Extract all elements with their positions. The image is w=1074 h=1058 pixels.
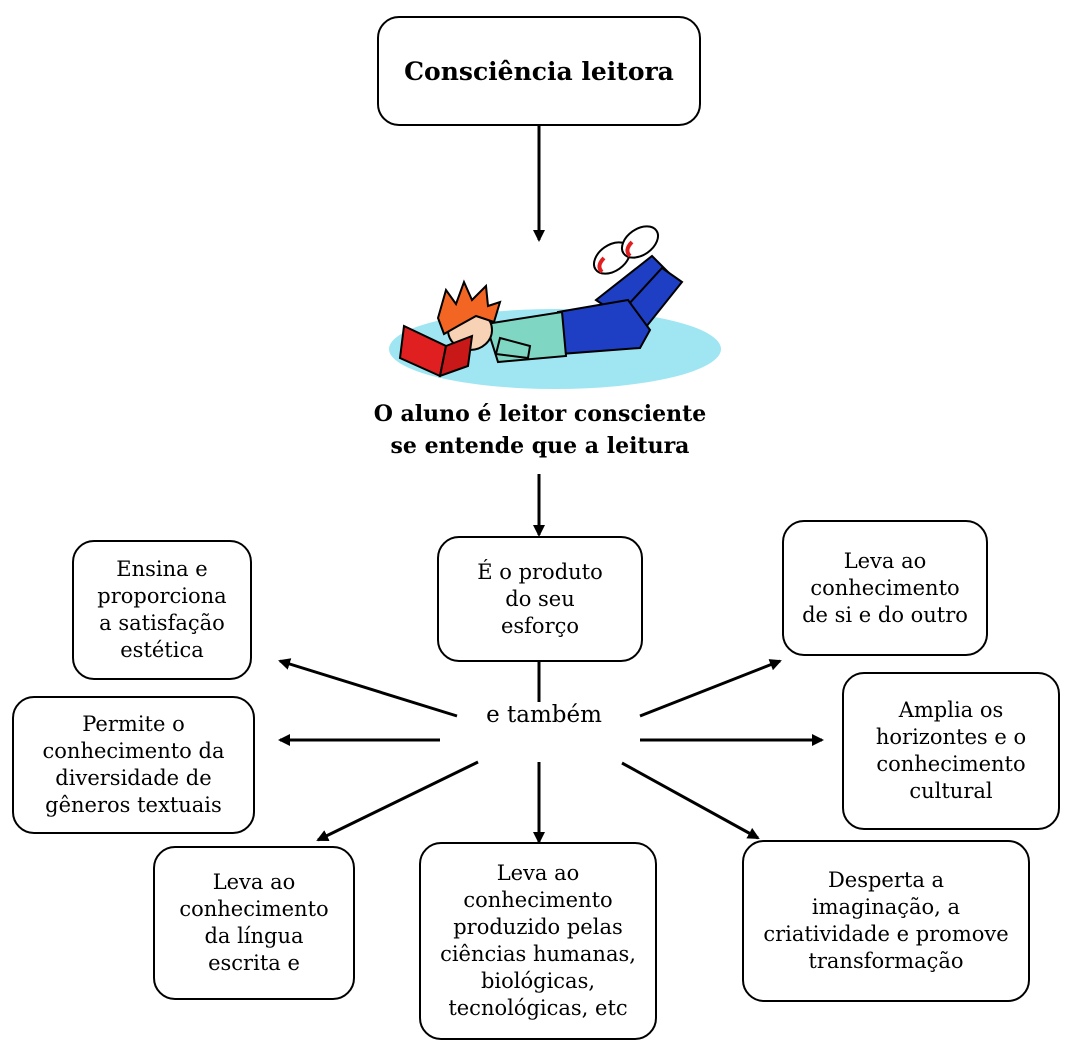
arrow-hub-to-satisfaction bbox=[278, 658, 458, 718]
branch-genres-box: Permite o conhecimento da diversidade de… bbox=[12, 696, 255, 834]
branch-sciences-text: Leva ao conhecimento produzido pelas ciê… bbox=[440, 861, 636, 1020]
hub-label: e também bbox=[486, 702, 602, 728]
arrow-hub-to-written-language bbox=[316, 760, 479, 842]
title-box: Consciência leitora bbox=[377, 16, 701, 126]
arrow-hub-to-imagination bbox=[621, 761, 760, 840]
center-text: É o produto do seu esforço bbox=[477, 559, 603, 638]
branch-satisfaction-text: Ensina e proporciona a satisfação estéti… bbox=[97, 557, 227, 662]
branch-satisfaction-box: Ensina e proporciona a satisfação estéti… bbox=[72, 540, 252, 680]
branch-horizons-text: Amplia os horizontes e o conhecimento cu… bbox=[875, 698, 1027, 803]
title-text: Consciência leitora bbox=[404, 56, 674, 86]
branch-written-language-box: Leva ao conhecimento da língua escrita e bbox=[153, 846, 355, 1000]
branch-written-language-text: Leva ao conhecimento da língua escrita e bbox=[179, 870, 329, 975]
branch-self-other-text: Leva ao conhecimento de si e do outro bbox=[802, 548, 968, 627]
arrow-hub-to-self-other bbox=[639, 659, 782, 718]
branch-sciences-box: Leva ao conhecimento produzido pelas ciê… bbox=[419, 842, 657, 1040]
branch-self-other-box: Leva ao conhecimento de si e do outro bbox=[782, 520, 988, 656]
branch-imagination-text: Desperta a imaginação, a criatividade e … bbox=[763, 868, 1009, 973]
child-reading-icon bbox=[389, 225, 721, 389]
branch-genres-text: Permite o conhecimento da diversidade de… bbox=[42, 712, 225, 817]
statement-text: O aluno é leitor consciente se entende q… bbox=[373, 401, 707, 459]
branch-imagination-box: Desperta a imaginação, a criatividade e … bbox=[742, 840, 1030, 1002]
center-box: É o produto do seu esforço bbox=[437, 536, 643, 662]
branch-horizons-box: Amplia os horizontes e o conhecimento cu… bbox=[842, 672, 1060, 830]
